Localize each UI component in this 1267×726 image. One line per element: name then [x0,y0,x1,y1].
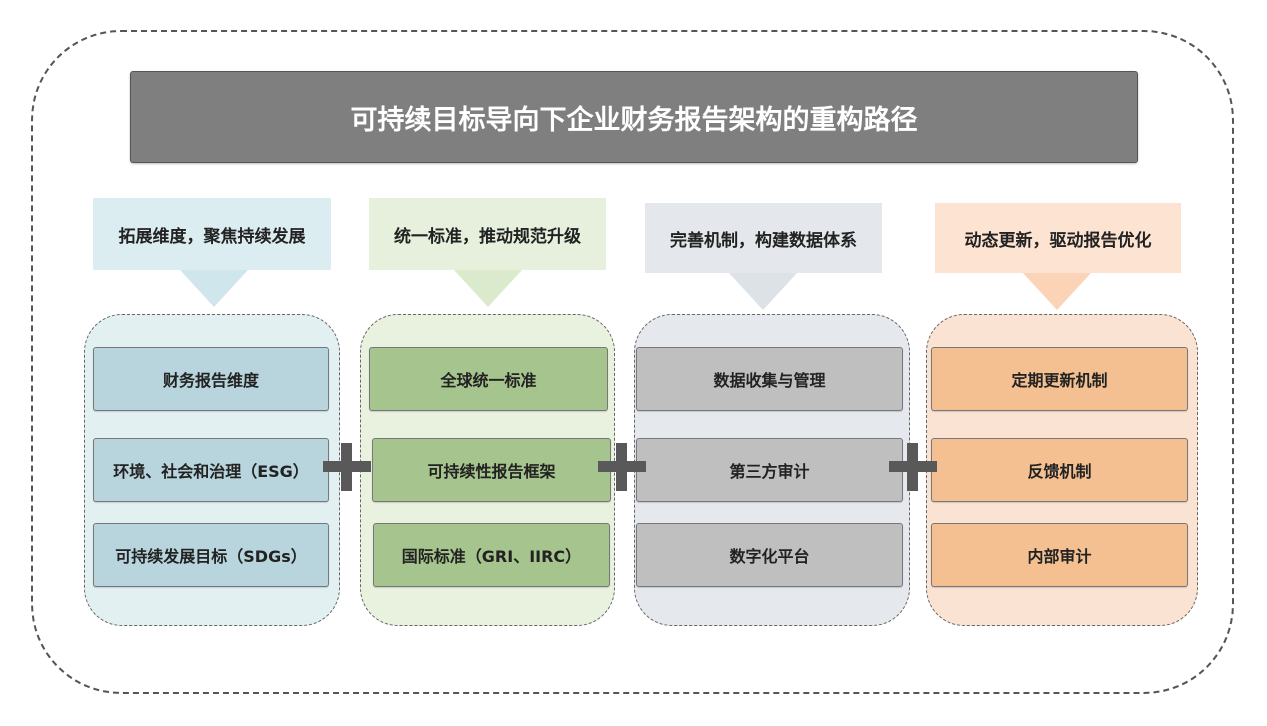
plus-icon-2 [598,443,646,491]
group-col3: 数据收集与管理 第三方审计 数字化平台 [634,314,910,626]
item-col2-2: 可持续性报告框架 [372,438,611,502]
diagram-title: 可持续目标导向下企业财务报告架构的重构路径 [130,71,1138,163]
down-arrow-col2 [454,270,522,307]
group-col2: 全球统一标准 可持续性报告框架 国际标准（GRI、IIRC） [360,314,615,626]
item-col1-3: 可持续发展目标（SDGs） [93,523,329,587]
group-col4: 定期更新机制 反馈机制 内部审计 [926,314,1198,626]
header-col1: 拓展维度，聚焦持续发展 [93,198,331,270]
item-col2-1: 全球统一标准 [369,347,608,411]
group-col1: 财务报告维度 环境、社会和治理（ESG） 可持续发展目标（SDGs） [84,314,340,626]
item-col4-1: 定期更新机制 [931,347,1188,411]
outer-dashed-frame [31,30,1234,694]
item-col1-1: 财务报告维度 [93,347,329,411]
plus-icon-1 [323,443,371,491]
header-col4: 动态更新，驱动报告优化 [935,203,1181,273]
down-arrow-col1 [180,270,248,307]
item-col2-3: 国际标准（GRI、IIRC） [373,523,610,587]
item-col1-2: 环境、社会和治理（ESG） [93,438,329,502]
plus-icon-3 [889,443,937,491]
down-arrow-col4 [1023,273,1091,310]
header-col2: 统一标准，推动规范升级 [369,198,606,270]
down-arrow-col3 [729,273,797,310]
item-col4-3: 内部审计 [931,523,1188,587]
item-col3-1: 数据收集与管理 [636,347,903,411]
item-col3-2: 第三方审计 [636,438,903,502]
item-col3-3: 数字化平台 [636,523,903,587]
item-col4-2: 反馈机制 [931,438,1188,502]
header-col3: 完善机制，构建数据体系 [645,203,882,273]
